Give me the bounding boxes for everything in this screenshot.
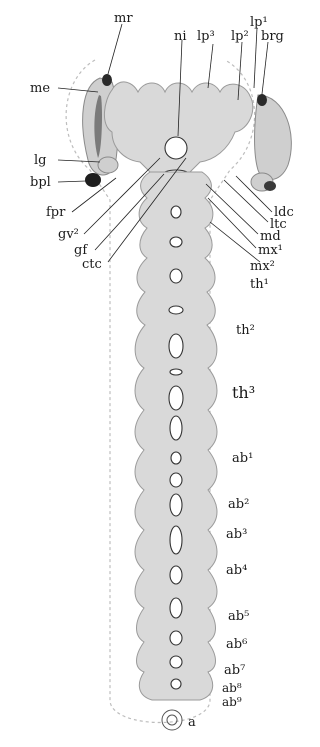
anus-ring [162, 710, 182, 730]
label-mr: mr [114, 11, 133, 26]
right-eye-spot [257, 94, 267, 106]
label-ab4: ab⁴ [226, 563, 247, 578]
label-brg: brg [261, 29, 284, 44]
label-ab5: ab⁵ [228, 609, 249, 624]
label-gf: gf [74, 243, 88, 258]
label-mx2: mx² [250, 259, 275, 274]
label-ctc: ctc [82, 257, 102, 272]
label-ni: ni [174, 29, 187, 44]
label-th1: th¹ [250, 277, 269, 292]
label-th2: th² [236, 323, 255, 338]
label-lp3: lp³ [197, 29, 215, 44]
label-ab3: ab³ [226, 527, 247, 542]
label-lp1: lp¹ [250, 15, 268, 30]
left-bpl-spot [85, 173, 101, 187]
left-eye-spot [102, 74, 112, 86]
label-ab6: ab⁶ [226, 637, 247, 652]
label-lp2: lp² [231, 29, 249, 44]
label-ab2: ab² [228, 497, 249, 512]
label-th3: th³ [232, 383, 255, 402]
label-lg: lg [34, 153, 46, 168]
label-a: a [188, 715, 196, 730]
label-ab8: ab⁸ [222, 681, 242, 695]
label-bpl: bpl [30, 175, 51, 190]
label-mx1: mx¹ [258, 243, 283, 258]
label-ab9: ab⁹ [222, 695, 242, 709]
label-ab1: ab¹ [232, 451, 253, 466]
brain-ring [165, 137, 187, 159]
label-ab7: ab⁷ [224, 663, 245, 678]
label-gv2: gv² [58, 227, 79, 242]
left-lg-lobe [98, 157, 118, 173]
right-lower-spot [264, 181, 276, 191]
label-me: me [30, 81, 50, 96]
label-md: md [260, 229, 281, 244]
label-fpr: fpr [46, 205, 66, 220]
right-optic-lobe [255, 95, 292, 180]
